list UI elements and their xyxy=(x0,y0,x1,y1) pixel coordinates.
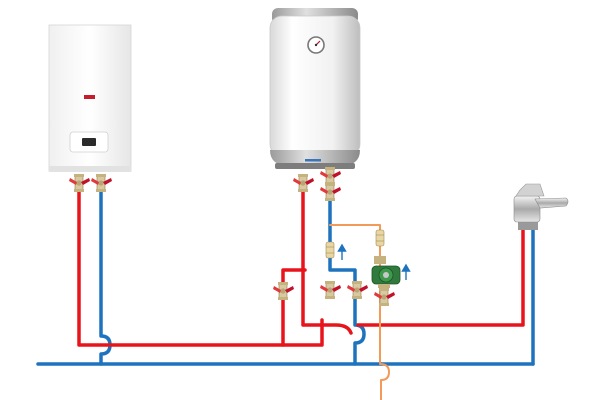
heater-logo-mark xyxy=(305,159,321,162)
boiler-hot-pipe xyxy=(77,190,324,347)
mixer-faucet-icon[interactable] xyxy=(513,183,569,230)
recirculation-check-valve xyxy=(375,229,385,247)
pipe-network xyxy=(36,188,535,400)
arrow-up-icon xyxy=(401,263,411,280)
thermometer-gauge-icon xyxy=(307,36,325,54)
pump-outlet-valve[interactable] xyxy=(373,287,396,307)
heater-cold-pipe xyxy=(328,188,366,366)
boiler-hot-valve[interactable] xyxy=(68,173,91,193)
heater-hot-valve[interactable] xyxy=(292,173,315,193)
faucet-hot-pipe xyxy=(356,226,525,327)
cold-riser-valve[interactable] xyxy=(346,280,369,300)
boiler-display xyxy=(82,138,96,146)
water-heater xyxy=(269,8,361,202)
hot-branch-check-valve xyxy=(325,241,335,259)
recirculation-pipe xyxy=(329,224,390,400)
branch-loop-valve[interactable] xyxy=(272,281,295,301)
boiler-logo-mark xyxy=(84,95,95,99)
heater-safety-valve[interactable] xyxy=(319,166,342,186)
heater-cold-valve[interactable] xyxy=(319,182,342,202)
boiler-cold-valve[interactable] xyxy=(90,173,113,193)
heater-cold-line-valve[interactable] xyxy=(319,280,342,300)
arrow-up-icon xyxy=(337,243,347,260)
hot-branch-loop xyxy=(281,268,307,347)
gas-boiler xyxy=(48,24,132,193)
boiler-cold-pipe xyxy=(99,190,112,366)
heater-hot-pipe xyxy=(301,190,353,335)
circulation-pump[interactable] xyxy=(371,256,401,307)
